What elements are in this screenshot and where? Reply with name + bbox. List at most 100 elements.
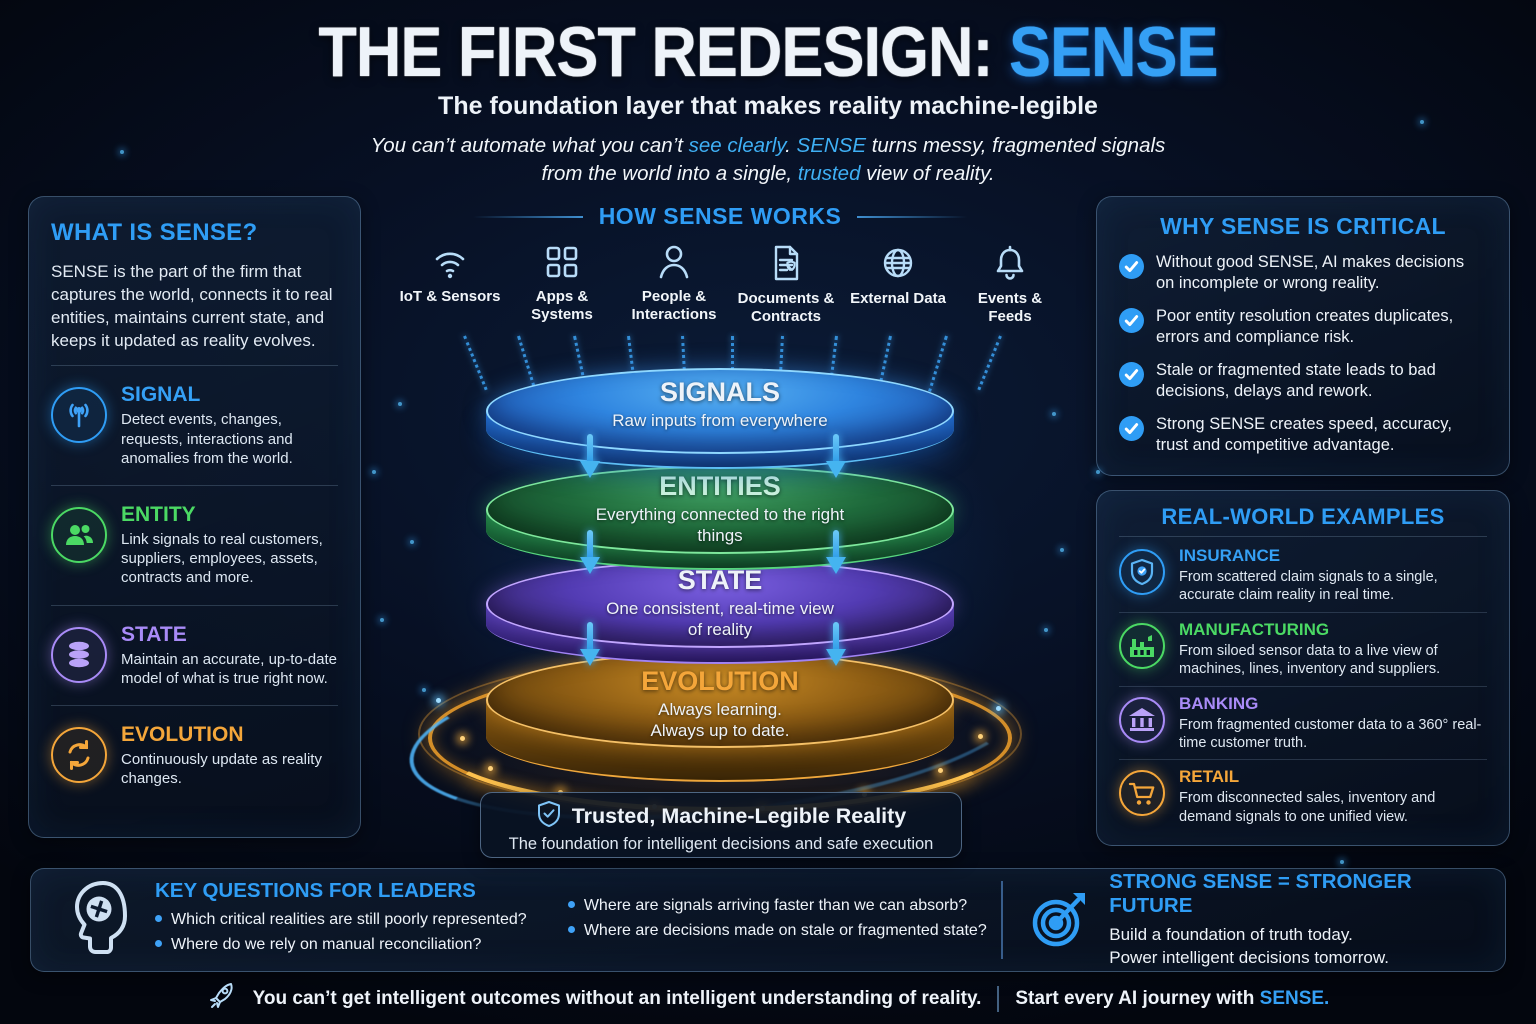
layer-state-title: STATE: [677, 565, 763, 595]
cart-icon: [1119, 770, 1165, 817]
critical-item: Poor entity resolution creates duplicate…: [1119, 306, 1487, 349]
critical-item: Stale or fragmented state leads to bad d…: [1119, 360, 1487, 403]
check-circle-icon: [1119, 415, 1144, 441]
result-title: Trusted, Machine-Legible Reality: [571, 804, 907, 828]
divider: [51, 604, 338, 606]
document-check-icon: [734, 243, 838, 283]
why-sense-critical-title: WHY SENSE IS CRITICAL: [1160, 213, 1446, 239]
pillar-signal-label: SIGNAL: [121, 383, 201, 407]
pillar-evolution: EVOLUTION Continuously update as reality…: [51, 719, 338, 792]
example-insurance: INSURANCE From scattered claim signals t…: [1119, 539, 1487, 612]
pillar-state: STATE Maintain an accurate, up-to-date m…: [51, 619, 338, 692]
signal-sources-row: IoT & Sensors Apps & Systems People & In…: [398, 243, 1062, 327]
real-world-examples-title: REAL-WORLD EXAMPLES: [1161, 504, 1445, 529]
vertical-divider: [1001, 881, 1004, 959]
question-item: Where are signals arriving faster than w…: [567, 897, 994, 915]
shield-check-icon: [1119, 549, 1165, 595]
pillar-evolution-label: EVOLUTION: [121, 722, 244, 746]
layer-state-subtitle: One consistent, real-time view of realit…: [606, 599, 834, 640]
page-title: THE FIRST REDESIGN: SENSE: [0, 12, 1536, 93]
bell-icon: [958, 243, 1062, 283]
question-item: Which critical realities are still poorl…: [155, 911, 542, 929]
what-is-sense-panel: WHAT IS SENSE? SENSE is the part of the …: [28, 196, 361, 838]
strong-sense-title: STRONG SENSE = STRONGER FUTURE: [1109, 870, 1412, 918]
what-is-sense-title: WHAT IS SENSE?: [51, 219, 258, 246]
pillar-state-desc: Maintain an accurate, up-to-date model o…: [121, 650, 337, 687]
key-questions-column-2: Where are signals arriving faster than w…: [567, 893, 994, 947]
bank-icon: [1119, 696, 1165, 743]
strong-sense-line2: Power intelligent decisions tomorrow.: [1109, 948, 1389, 967]
check-circle-icon: [1119, 254, 1144, 279]
question-item: Where are decisions made on stale or fra…: [567, 922, 994, 940]
bullet-dot: [567, 901, 575, 908]
source-documents-contracts: Documents & Contracts: [734, 243, 838, 327]
layer-signals-title: SIGNALS: [659, 377, 780, 407]
page-title-white: THE FIRST REDESIGN:: [318, 13, 1009, 92]
layer-entities-title: ENTITIES: [659, 471, 781, 501]
source-people-interactions: People & Interactions: [622, 243, 726, 327]
critical-item: Strong SENSE creates speed, accuracy, tr…: [1119, 414, 1487, 457]
critical-item: Without good SENSE, AI makes decisions o…: [1119, 252, 1487, 295]
real-world-examples-panel: REAL-WORLD EXAMPLES INSURANCE From scatt…: [1096, 490, 1510, 846]
energy-ring-front: [428, 664, 1012, 812]
result-box: Trusted, Machine-Legible Reality The fou…: [480, 792, 962, 858]
example-retail: RETAIL From disconnected sales, inventor…: [1119, 759, 1487, 833]
how-sense-works-heading: HOW SENSE WORKS: [430, 203, 1010, 230]
example-manufacturing: MANUFACTURING From siloed sensor data to…: [1119, 611, 1487, 686]
bullet-dot: [567, 926, 575, 933]
why-sense-critical-panel: WHY SENSE IS CRITICAL Without good SENSE…: [1096, 196, 1510, 476]
sync-arrows-icon: [51, 726, 107, 783]
check-circle-icon: [1119, 361, 1144, 387]
bullet-dot: [155, 940, 162, 947]
bullet-dot: [155, 915, 162, 922]
source-external-data: External Data: [846, 243, 950, 327]
pillar-state-label: STATE: [121, 622, 187, 646]
tagline-line1: You can’t automate what you can’t see cl…: [370, 134, 1166, 157]
tagline-line2: from the world into a single, trusted vi…: [541, 162, 995, 185]
down-arrow: [826, 434, 846, 480]
heading-line-right: [857, 215, 968, 218]
people-icon: [51, 507, 107, 563]
footer-left-text: You can’t get intelligent outcomes witho…: [252, 987, 982, 1009]
down-arrow: [580, 622, 600, 668]
result-subtitle: The foundation for intelligent decisions…: [508, 835, 934, 853]
down-arrow: [580, 434, 600, 480]
apps-grid-icon: [510, 243, 614, 281]
layer-signals-subtitle: Raw inputs from everywhere: [612, 411, 828, 430]
pillar-entity-label: ENTITY: [121, 503, 196, 526]
head-insight-icon: [63, 877, 137, 964]
down-arrow: [826, 622, 846, 668]
factory-icon: [1119, 622, 1165, 669]
check-circle-icon: [1119, 307, 1144, 333]
shield-check-icon: [536, 800, 562, 833]
pillar-evolution-desc: Continuously update as reality changes.: [121, 750, 322, 788]
strong-sense-section: STRONG SENSE = STRONGER FUTURE Build a f…: [1029, 870, 1485, 970]
what-is-sense-description: SENSE is the part of the firm that captu…: [51, 262, 333, 351]
divider: [51, 365, 338, 367]
pillar-signal: SIGNAL Detect events, changes, requests,…: [51, 379, 338, 472]
footer: You can’t get intelligent outcomes witho…: [0, 981, 1536, 1016]
source-apps-systems: Apps & Systems: [510, 243, 614, 327]
vertical-divider: [997, 985, 1000, 1012]
down-arrow: [826, 530, 846, 576]
source-iot-sensors: IoT & Sensors: [398, 243, 502, 327]
rocket-icon: [207, 981, 237, 1016]
down-arrow: [580, 530, 600, 576]
page-title-accent: SENSE: [1008, 13, 1219, 92]
divider: [51, 704, 338, 706]
target-arrow-icon: [1029, 887, 1091, 954]
heading-line-left: [472, 215, 583, 218]
pillar-signal-desc: Detect events, changes, requests, intera…: [121, 411, 293, 467]
strong-sense-line1: Build a foundation of truth today.: [1109, 925, 1353, 945]
person-icon: [622, 243, 726, 281]
example-banking: BANKING From fragmented customer data to…: [1119, 685, 1487, 760]
database-icon: [51, 626, 107, 683]
page-subtitle: The foundation layer that makes reality …: [438, 92, 1098, 120]
pillar-entity-desc: Link signals to real customers, supplier…: [121, 531, 323, 587]
key-questions-band: KEY QUESTIONS FOR LEADERS Which critical…: [30, 868, 1506, 972]
question-item: Where do we rely on manual reconciliatio…: [155, 936, 542, 954]
wifi-icon: [398, 243, 502, 281]
source-events-feeds: Events & Feeds: [958, 243, 1062, 327]
footer-right-text: Start every AI journey with SENSE.: [1015, 987, 1330, 1009]
pillar-entity: ENTITY Link signals to real customers, s…: [51, 499, 338, 592]
